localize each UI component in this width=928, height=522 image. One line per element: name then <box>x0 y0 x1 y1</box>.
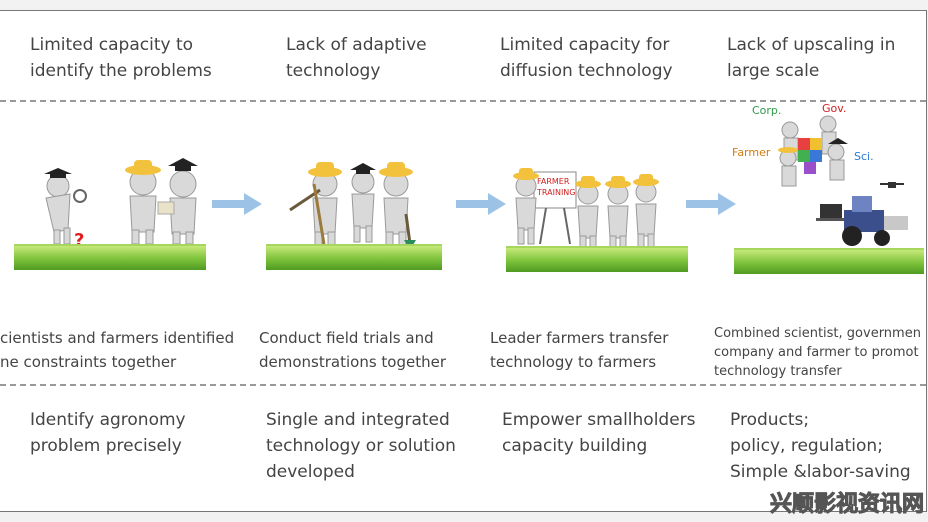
grass-1 <box>14 244 206 270</box>
action-2: Conduct field trials and demonstrations … <box>259 329 447 371</box>
outcome-1: Identify agronomy problem precisely <box>30 410 186 456</box>
grass-3 <box>506 246 688 272</box>
divider-bottom <box>0 384 926 386</box>
problem-1: Limited capacity to identify the problem… <box>30 35 212 81</box>
grass-2 <box>266 244 442 270</box>
illustration-identify: ? <box>44 158 198 246</box>
question-mark: ? <box>74 230 84 246</box>
problem-3: Limited capacity for diffusion technolog… <box>500 35 673 81</box>
arrow-1 <box>212 193 262 215</box>
illustration-upscaling: Corp. Gov. Farmer Sci. <box>732 102 908 246</box>
label-farmer: Farmer <box>732 146 771 159</box>
arrow-3 <box>686 193 736 215</box>
outcome-3: Empower smallholders capacity building <box>502 410 696 456</box>
label-gov: Gov. <box>822 102 846 115</box>
label-sci: Sci. <box>854 150 874 163</box>
problem-2: Lack of adaptive technology <box>286 35 427 81</box>
arrow-2 <box>456 193 506 215</box>
action-1: cientists and farmers identified ne cons… <box>0 329 235 371</box>
training-board-line2: TRAINING <box>536 188 575 197</box>
action-3: Leader farmers transfer technology to fa… <box>490 329 669 371</box>
label-corp: Corp. <box>752 104 781 117</box>
grass-4 <box>734 248 924 274</box>
outcome-4: Products; policy, regulation; Simple &la… <box>730 410 911 482</box>
illustration-farmer-training: FARMER TRAINING <box>513 168 659 255</box>
action-4: Combined scientist, governmen company an… <box>714 326 921 379</box>
outcome-2: Single and integrated technology or solu… <box>266 410 456 482</box>
watermark: 兴顺影视资讯网 <box>769 492 924 518</box>
training-board-line1: FARMER <box>537 177 570 186</box>
divider-top <box>0 100 926 102</box>
problem-4: Lack of upscaling in large scale <box>727 35 896 81</box>
illustration-field-trials <box>289 162 416 250</box>
